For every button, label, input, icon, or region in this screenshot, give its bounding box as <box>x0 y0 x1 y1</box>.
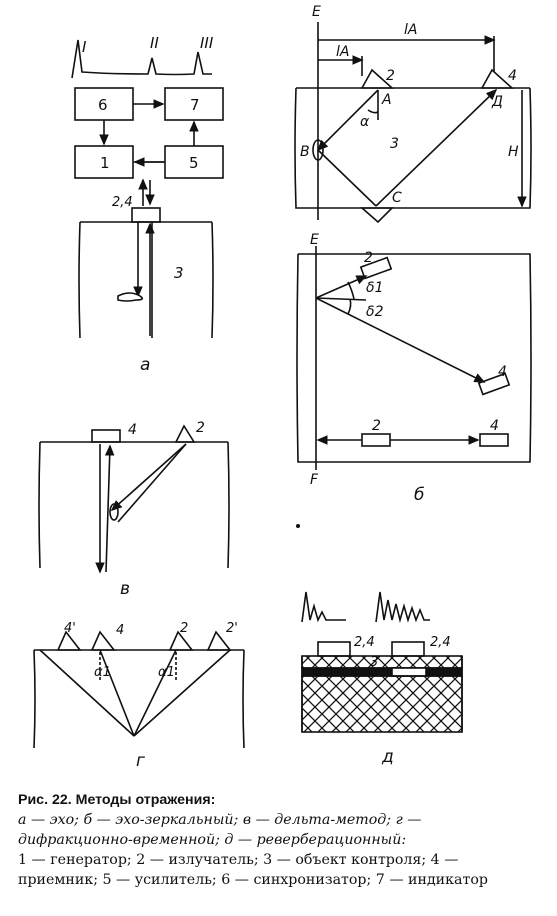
n4-label: 4 <box>508 68 517 84</box>
probe-2-4 <box>131 207 161 223</box>
probe-2-4-left <box>317 641 351 657</box>
pulse-I-label: I <box>82 38 87 56</box>
defect-gap <box>391 667 427 677</box>
stray-dot <box>296 524 300 528</box>
probe-2-bottom-b <box>361 433 391 447</box>
caption-line-4: приемник; 5 — усилитель; 6 — синхронизат… <box>18 872 488 888</box>
reverb-trace-1 <box>301 591 346 623</box>
object-3-label: 3 <box>174 264 184 282</box>
probe-4 <box>90 630 116 651</box>
probe-2 <box>168 630 194 651</box>
n4-g-label: 4 <box>116 623 124 638</box>
point-B-label: B <box>300 144 310 160</box>
panel-d-reverb <box>301 591 463 733</box>
block-7-indicator <box>164 87 224 121</box>
pulse-II-label: II <box>150 34 159 52</box>
probe-2-v <box>174 424 196 443</box>
probe-4-v <box>91 429 121 443</box>
n4-top-label: 4 <box>498 364 507 380</box>
point-C-label: C <box>392 190 402 206</box>
lA-label: lA <box>336 44 349 60</box>
panel-v-delta <box>38 424 230 574</box>
n2-v-label: 2 <box>196 420 205 436</box>
panel-a-echo <box>71 39 224 339</box>
n4p-label: 4' <box>64 621 76 636</box>
delta2-label: δ2 <box>366 304 384 320</box>
panel-v-label: в <box>120 579 130 599</box>
block-6-label: 6 <box>98 96 108 114</box>
panel-a-label: а <box>140 355 150 375</box>
object-3-b-label: 3 <box>390 136 399 152</box>
block-7-label: 7 <box>190 96 200 114</box>
figure-caption: Рис. 22. Методы отражения: а — эхо; б — … <box>18 790 548 890</box>
n2p-label: 2' <box>226 621 238 636</box>
caption-line-1: а — эхо; б — эхо-зеркальный; в — дельта-… <box>18 812 422 828</box>
reverb-trace-2 <box>375 591 430 624</box>
pulse-III-label: III <box>200 34 214 52</box>
probe-2p <box>206 630 232 651</box>
probe-right-label: 2,4 <box>430 635 451 650</box>
block-1-generator <box>74 145 134 179</box>
H-label: H <box>508 144 519 160</box>
flaw-v <box>109 503 119 521</box>
probe-left-label: 2,4 <box>354 635 375 650</box>
panel-g-tofd <box>33 630 245 749</box>
axis-E-label: E <box>312 4 321 20</box>
lA-big-label: lA <box>404 22 417 38</box>
block-1-label: 1 <box>100 154 110 172</box>
probe-4p <box>56 630 82 651</box>
probe-4-receiver <box>480 68 515 89</box>
alpha1-right-label: α1 <box>158 665 175 680</box>
coating-layer <box>301 655 463 669</box>
probe-2-emitter <box>360 68 395 89</box>
n2-label: 2 <box>386 68 395 84</box>
alpha1-left-label: α1 <box>94 665 111 680</box>
panel-b-bottom <box>296 246 532 470</box>
caption-title: Рис. 22. Методы отражения: <box>18 792 216 808</box>
bond-layer <box>301 667 463 677</box>
axis-E2-label: E <box>310 232 319 248</box>
axis-F-label: F <box>310 472 319 488</box>
panel-b-top <box>294 22 532 224</box>
figure-drawing: I II III 6 7 1 5 2,4 3 а E lA lA 2 4 A Д <box>33 4 532 771</box>
panel-b-label: б <box>414 485 424 505</box>
flaw <box>117 292 144 302</box>
probe-4-top <box>477 372 511 396</box>
alpha-label: α <box>360 114 370 130</box>
n4-bot-label: 4 <box>490 418 499 434</box>
panel-g-label: г <box>136 751 145 771</box>
block-5-label: 5 <box>189 154 199 172</box>
n2-top-label: 2 <box>364 250 373 266</box>
point-A-label: A <box>381 92 392 108</box>
probe-label: 2,4 <box>112 195 133 210</box>
delta1-label: δ1 <box>366 280 383 296</box>
base-material <box>301 675 463 733</box>
probe-2-4-right <box>391 641 425 657</box>
probe-4-bottom-b <box>479 433 509 447</box>
caption-line-3: 1 — генератор; 2 — излучатель; 3 — объек… <box>18 852 459 868</box>
probe-2-top <box>359 256 393 280</box>
test-object <box>78 221 214 339</box>
probe-2-bottom <box>359 207 394 224</box>
flaw-B <box>312 139 324 161</box>
n2-bot-label: 2 <box>372 418 381 434</box>
oscillogram-trace <box>71 39 212 79</box>
n2-g-label: 2 <box>180 621 188 636</box>
caption-line-2: дифракционно-временной; д — реверберацио… <box>18 832 407 848</box>
n4-v-label: 4 <box>128 422 137 438</box>
panel-d-label: д <box>381 747 394 767</box>
point-D-label: Д <box>491 94 503 110</box>
layer-3-label: 3 <box>370 655 378 670</box>
